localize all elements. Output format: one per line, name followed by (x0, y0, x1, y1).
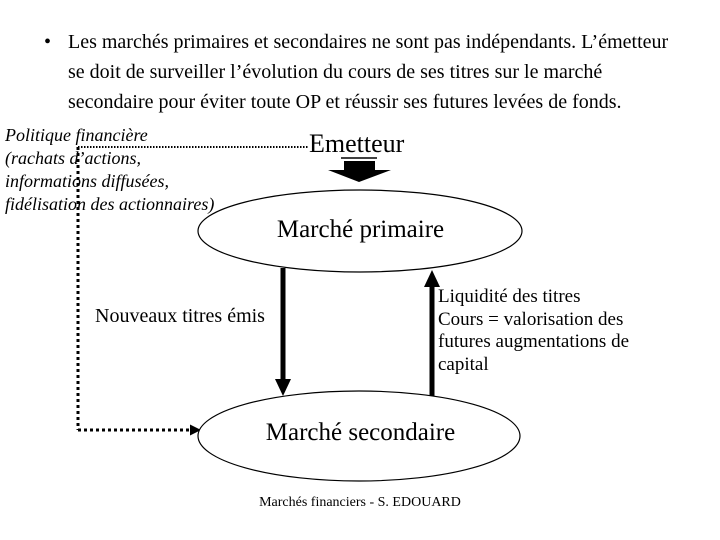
new-titles-label: Nouveaux titres émis (95, 305, 265, 327)
new-issues-down-arrow-head (275, 379, 291, 396)
primary-market-ellipse (197, 189, 523, 273)
policy-note: Politique financière (rachats d’actions,… (5, 125, 215, 214)
bullet-marker: • (44, 31, 52, 53)
bullet-text: Les marchés primaires et secondaires ne … (68, 31, 669, 113)
secondary-market-ellipse (197, 390, 521, 482)
liquidity-up-arrow-head (424, 270, 440, 287)
emitter-label: Emetteur (309, 129, 405, 158)
footer-text: Marchés financiers - S. EDOUARD (259, 495, 461, 510)
emitter-down-block-arrow-icon (328, 161, 391, 182)
secondary-market-label: Marché secondaire (265, 419, 456, 446)
primary-market-label: Marché primaire (276, 216, 445, 243)
liquidity-note: Liquidité des titres Cours = valorisatio… (438, 286, 630, 375)
dotted-connector-arrowhead (190, 424, 201, 436)
